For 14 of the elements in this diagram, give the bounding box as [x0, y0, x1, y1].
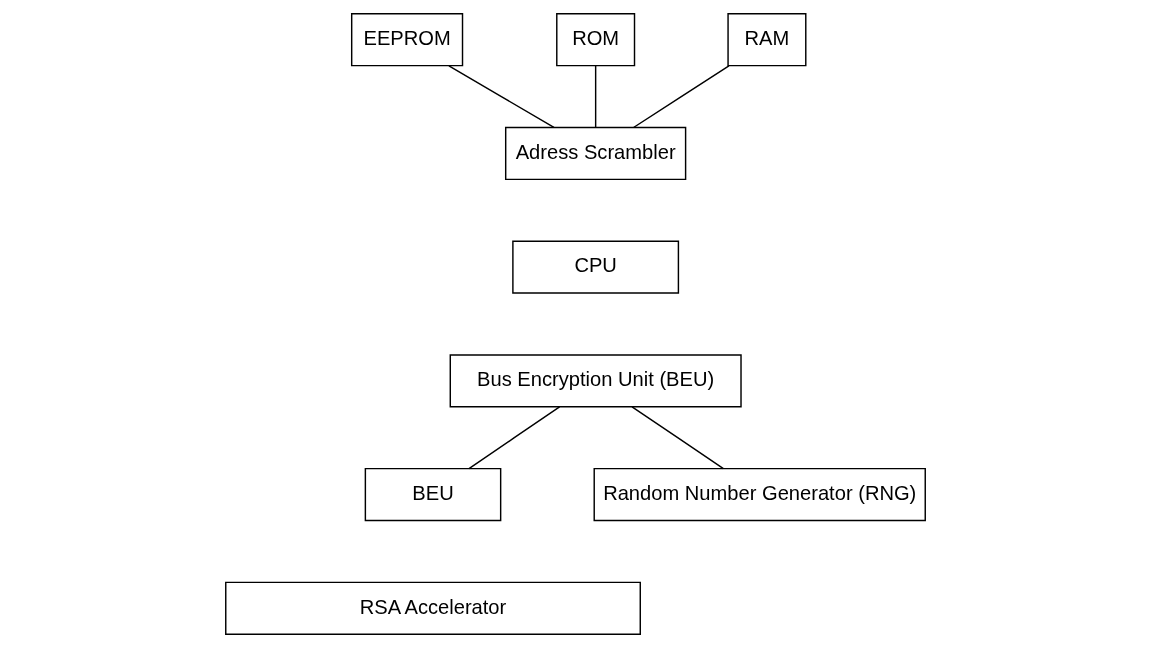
connector	[467, 406, 560, 470]
connector	[632, 65, 730, 129]
node-box: Adress Scrambler	[504, 126, 686, 181]
node-box: RSA Accelerator	[224, 581, 641, 635]
node-box: RAM	[726, 13, 806, 67]
connector	[594, 65, 596, 129]
connector	[630, 406, 724, 470]
node-box: BEU	[364, 467, 501, 522]
node-box: Bus Encryption Unit (BEU)	[449, 354, 742, 408]
connector	[447, 65, 555, 129]
node-box: ROM	[555, 13, 635, 67]
node-box: EEPROM	[350, 13, 463, 67]
node-box: Random Number Generator (RNG)	[593, 467, 926, 522]
node-box: CPU	[511, 240, 679, 294]
